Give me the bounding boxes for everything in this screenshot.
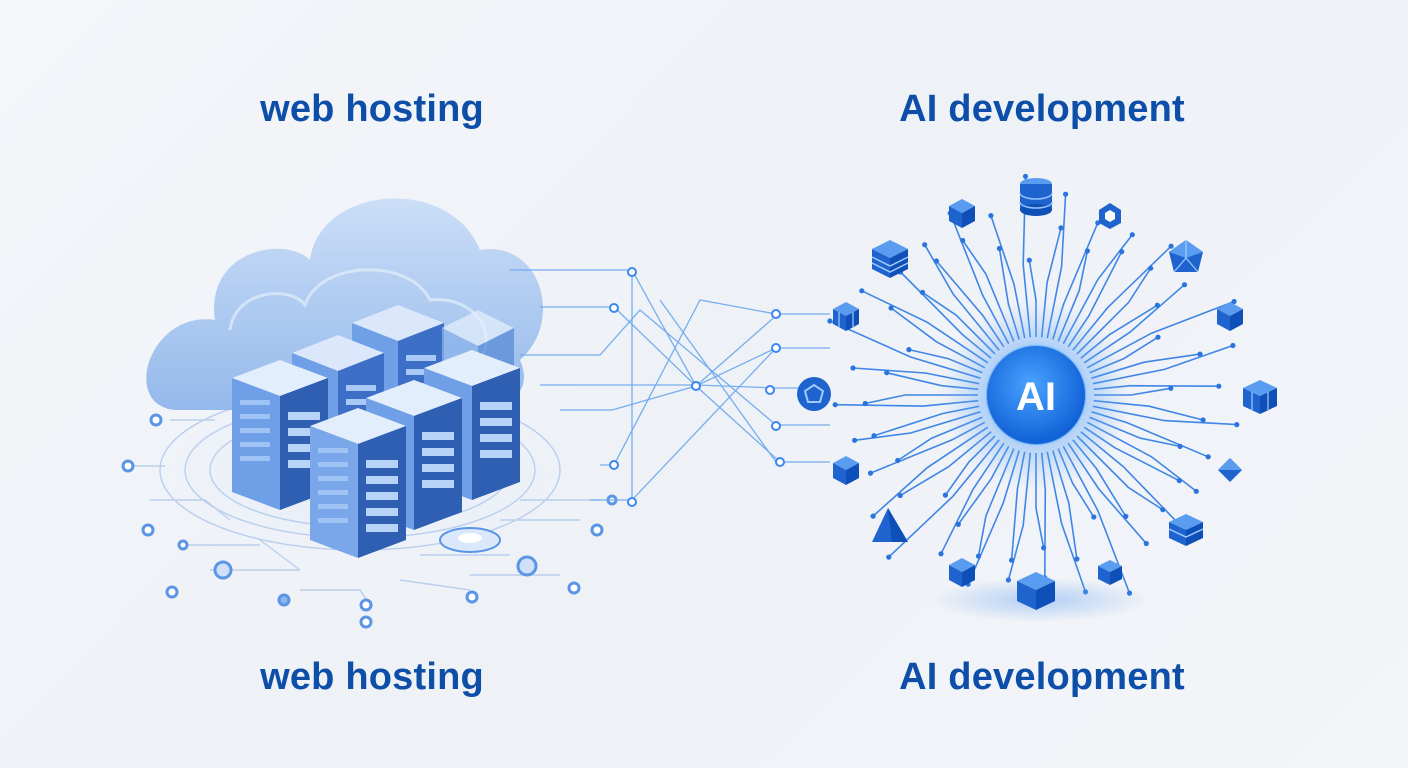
circuit-trace-dot	[1160, 507, 1166, 513]
circuit-trace-dot	[1230, 342, 1236, 349]
circuit-trace-dot	[1155, 334, 1161, 340]
web-hosting-title-top: web hosting	[260, 88, 484, 130]
circuit-trace-dot	[1041, 545, 1047, 551]
stack-icon	[871, 240, 909, 278]
circuit-trace-dot	[884, 370, 890, 376]
circuit-trace-dot	[1193, 488, 1199, 494]
circuit-trace-dot	[906, 347, 912, 353]
circuit-trace-dot	[832, 402, 838, 408]
circuit-trace-dot	[960, 237, 966, 244]
hexagon-node-icon	[1099, 203, 1121, 229]
circuit-trace-dot	[1197, 351, 1203, 357]
circuit-trace-dot	[1234, 422, 1240, 428]
stack-icon	[1168, 514, 1204, 546]
chip-label: AI	[1016, 375, 1056, 419]
circuit-trace-dot	[888, 305, 894, 311]
circuit-trace-dot	[1168, 243, 1174, 249]
circuit-trace-dot	[1177, 443, 1183, 449]
circuit-trace-dot	[1176, 478, 1182, 484]
circuit-trace-dot	[1119, 249, 1125, 255]
circuit-trace-dot	[859, 288, 865, 294]
circuit-trace-dot	[919, 289, 926, 295]
cube-icon	[949, 199, 975, 228]
circuit-trace-dot	[850, 365, 856, 371]
circuit-trace-dot	[895, 457, 901, 464]
cube-icon	[949, 558, 975, 587]
circuit-trace-dot	[897, 492, 903, 499]
web-hosting-title-bottom: web hosting	[260, 656, 484, 698]
circuit-trace-dot	[1063, 191, 1069, 197]
circuit-trace-dot	[1148, 265, 1154, 271]
floor-disc	[439, 527, 501, 553]
circuit-trace-dot	[1084, 248, 1090, 254]
circuit-trace-dot	[862, 400, 868, 407]
circuit-trace-dot	[933, 258, 940, 264]
circuit-trace-dot	[1022, 173, 1029, 179]
circuit-trace-dot	[1058, 225, 1064, 231]
circuit-trace-dot	[867, 470, 874, 476]
gem-icon	[1169, 240, 1203, 273]
cube-icons	[797, 178, 1277, 610]
connection-nodes	[609, 267, 785, 507]
circuit-trace-dot	[1231, 298, 1237, 305]
circuit-trace-dot	[1143, 540, 1149, 547]
circuit-trace-dot	[1154, 302, 1160, 308]
circuit-trace-dot	[827, 318, 833, 324]
circuit-trace-dot	[988, 213, 994, 219]
database-icon	[1019, 178, 1053, 216]
circuit-trace-dot	[886, 554, 892, 560]
ai-chip-icon: AI	[985, 344, 1087, 446]
circuit-nodes	[121, 413, 618, 629]
circuit-trace-dot	[1205, 454, 1211, 460]
circuit-trace-dot	[975, 553, 982, 559]
cube-icon	[833, 302, 859, 331]
cube-icon	[833, 456, 859, 485]
circuit-trace-dot	[870, 513, 876, 519]
circuit-trace-dot	[922, 242, 928, 248]
circuit-trace-dot	[942, 492, 949, 498]
circuit-trace-dot	[1009, 557, 1015, 563]
circuit-trace-dot	[852, 437, 858, 443]
circuit-trace-dot	[1026, 257, 1032, 263]
ai-development-title-bottom: AI development	[899, 656, 1185, 698]
circuit-trace-dot	[1200, 417, 1206, 423]
cube-icon	[1243, 380, 1277, 414]
circuit-trace-dot	[1168, 385, 1174, 391]
cube-icon	[1017, 572, 1055, 610]
circuit-trace-dot	[996, 245, 1003, 252]
circuit-trace-dot	[955, 521, 961, 528]
circuit-trace-dot	[1181, 282, 1188, 288]
circuit-trace-dot	[1123, 513, 1129, 520]
cube-icon	[1098, 560, 1122, 585]
server-rack-icon	[232, 305, 520, 558]
circuit-trace-dot	[938, 551, 944, 557]
circuit-trace-dot	[1216, 383, 1222, 389]
circuit-trace-dot	[871, 433, 877, 439]
circuit-trace-dot	[1074, 556, 1080, 562]
circuit-trace-dot	[1129, 232, 1135, 238]
circuit-trace-dot	[1091, 514, 1097, 520]
network-node-icon	[797, 377, 831, 411]
gem-icon	[1218, 458, 1242, 482]
pyramid-icon	[872, 508, 908, 542]
ai-development-title-top: AI development	[899, 88, 1185, 130]
cube-icon	[1217, 302, 1243, 331]
